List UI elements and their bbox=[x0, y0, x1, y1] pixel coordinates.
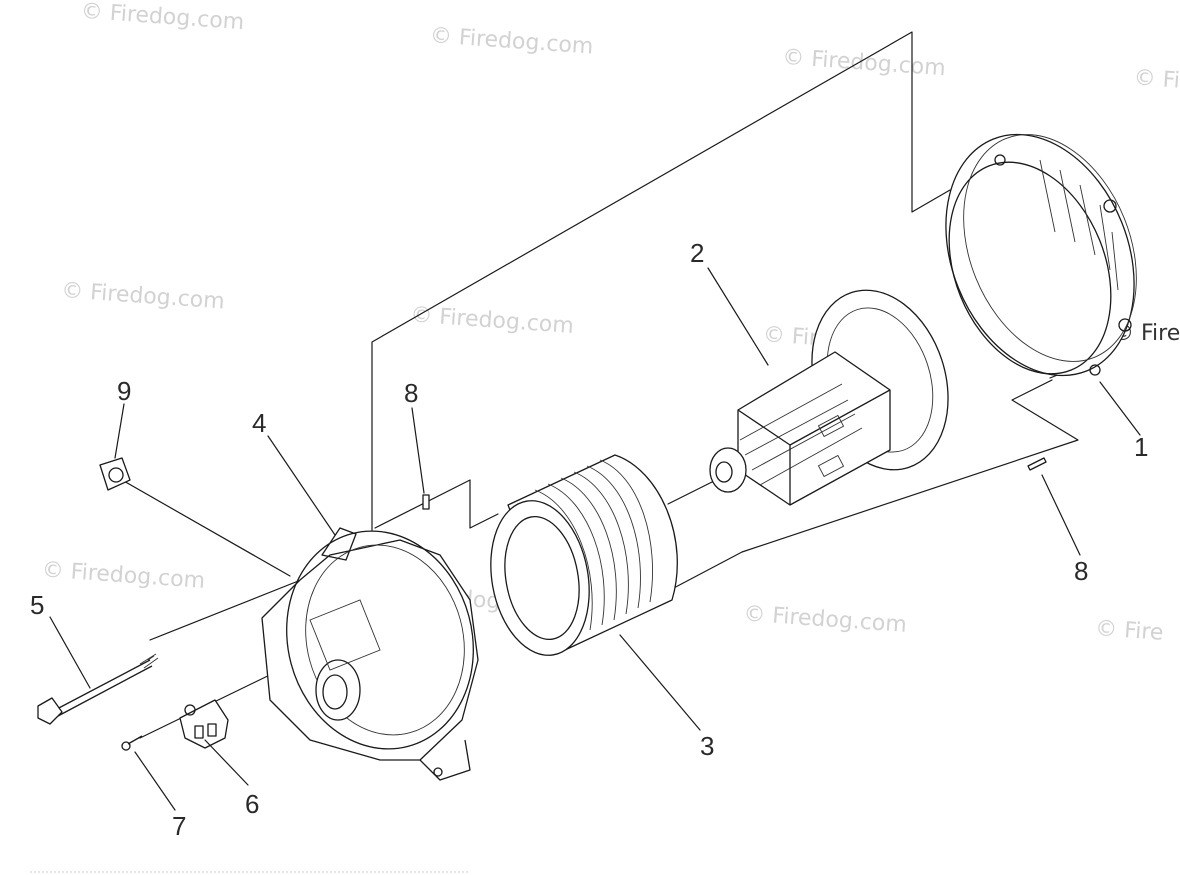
callouts: 1 2 3 4 5 6 7 8 8 9 bbox=[30, 238, 1148, 841]
assembly-line-rotor bbox=[667, 477, 721, 505]
watermark: © Firedog.com bbox=[743, 602, 908, 638]
part-stator bbox=[490, 454, 678, 656]
callout-5: 5 bbox=[30, 590, 44, 620]
leader-1 bbox=[1099, 381, 1141, 436]
leader-2 bbox=[707, 267, 769, 366]
callout-6: 6 bbox=[245, 789, 259, 819]
watermark: © Firedog.com bbox=[781, 45, 946, 81]
callout-2: 2 bbox=[690, 238, 704, 268]
assembly-line-pin bbox=[374, 479, 499, 529]
part-brush-holder bbox=[179, 699, 229, 749]
leader-7 bbox=[134, 751, 176, 811]
leader-lines bbox=[49, 267, 1141, 811]
callout-8a: 8 bbox=[404, 378, 418, 408]
part-through-bolt bbox=[37, 653, 159, 725]
callout-3: 3 bbox=[700, 731, 714, 761]
part-screw bbox=[121, 735, 143, 751]
watermark: © Firedog.com bbox=[41, 558, 206, 594]
leader-3 bbox=[619, 634, 701, 731]
callout-4: 4 bbox=[252, 408, 266, 438]
leader-5 bbox=[49, 616, 91, 689]
watermark: © Fire bbox=[1133, 65, 1180, 95]
part-plug bbox=[99, 457, 131, 491]
watermark: © Firedog.com bbox=[429, 23, 594, 59]
assembly-line-top bbox=[371, 31, 951, 531]
callout-8b: 8 bbox=[1074, 556, 1088, 586]
watermark: © Fire bbox=[1094, 616, 1164, 646]
leader-8a bbox=[411, 407, 425, 494]
leader-6 bbox=[204, 739, 249, 786]
part-rotor bbox=[709, 289, 949, 506]
watermark: © Firedog.com bbox=[410, 303, 575, 339]
callout-1: 1 bbox=[1134, 432, 1148, 462]
part-front-housing bbox=[261, 527, 479, 781]
leader-4 bbox=[267, 435, 336, 536]
callout-7: 7 bbox=[172, 811, 186, 841]
assembly-line-plug bbox=[121, 479, 291, 577]
watermark: © Firedog.com bbox=[80, 0, 245, 35]
part-end-cover bbox=[945, 133, 1137, 377]
watermark: © Firedog.com bbox=[60, 278, 225, 314]
part-pins bbox=[422, 457, 1047, 510]
leader-9 bbox=[114, 403, 125, 459]
assembly-line-right bbox=[669, 379, 1079, 591]
leader-8b bbox=[1041, 474, 1081, 556]
callout-9: 9 bbox=[117, 376, 131, 406]
